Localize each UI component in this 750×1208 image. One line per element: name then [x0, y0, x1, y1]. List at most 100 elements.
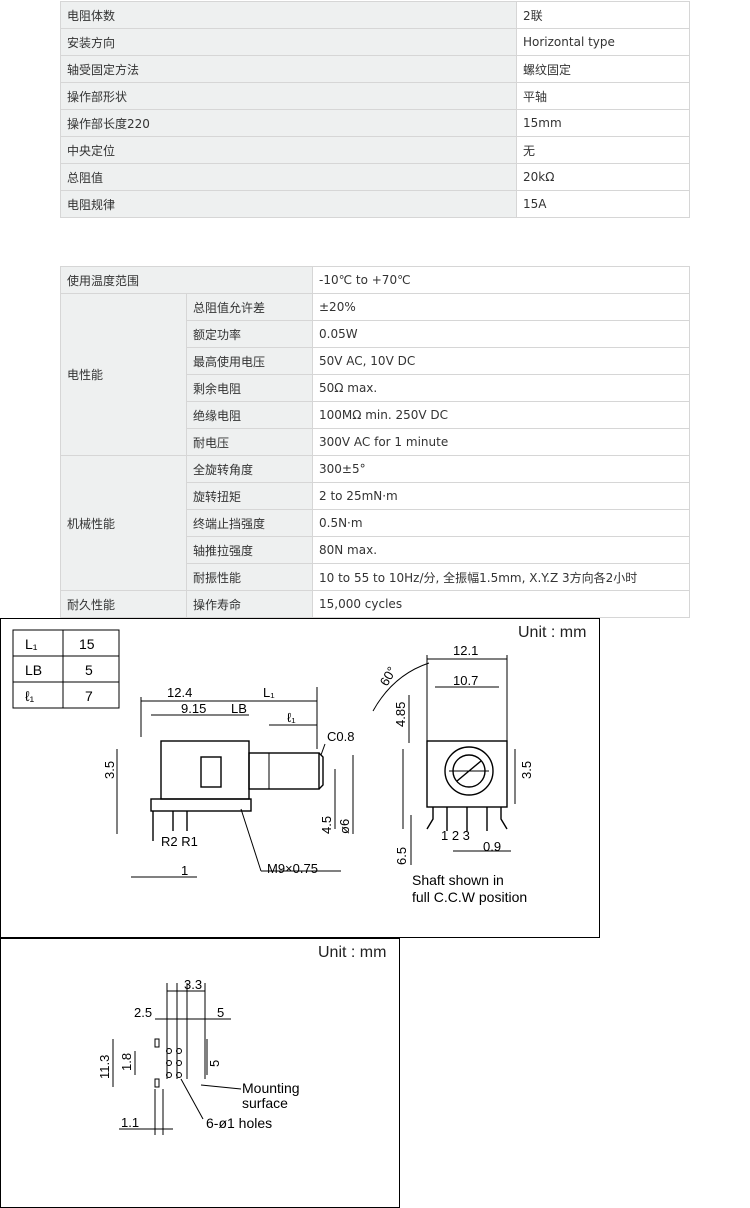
row-value: 80N max.	[312, 536, 690, 564]
row-label: 耐振性能	[186, 563, 313, 591]
row-label: 操作部形状	[60, 82, 517, 110]
row-label: 轴受固定方法	[60, 55, 517, 83]
row-value: 平轴	[516, 82, 690, 110]
row-value: 300±5°	[312, 455, 690, 483]
dim-L1: L₁	[263, 685, 275, 700]
dim-12-4: 12.4	[167, 685, 192, 700]
dim-5-side: 5	[207, 1060, 222, 1067]
unit-label: Unit : mm	[518, 624, 586, 641]
note-shaft-2: full C.C.W position	[412, 889, 527, 905]
row-value: 2 to 25mN·m	[312, 482, 690, 510]
table-row: 使用温度范围 -10℃ to +70℃	[60, 266, 690, 294]
dim-4-5: 4.5	[319, 816, 334, 834]
side-view: 12.4 L₁ 9.15 LB ℓ₁ C0.8 R2 R1 3.5 4.5 ø6…	[102, 685, 354, 878]
dim-10-7: 10.7	[453, 673, 478, 688]
row-label: 终端止挡强度	[186, 509, 313, 537]
dim-val-l1: 15	[79, 636, 95, 652]
row-value: 无	[516, 136, 690, 164]
row-value: 50V AC, 10V DC	[312, 347, 690, 375]
row-value: ±20%	[312, 293, 690, 321]
dim-4-85: 4.85	[393, 702, 408, 727]
row-value: 2联	[516, 1, 690, 29]
row-label: 旋转扭矩	[186, 482, 313, 510]
row-value: 15mm	[516, 109, 690, 137]
row-value: 0.5N·m	[312, 509, 690, 537]
pin-numbers: 1 2 3	[441, 828, 470, 843]
dim-3-5-side: 3.5	[102, 761, 117, 779]
row-value: Horizontal type	[516, 28, 690, 56]
dim-12-1: 12.1	[453, 643, 478, 658]
row-label: 耐电压	[186, 428, 313, 456]
row-value: 10 to 55 to 10Hz/分, 全振幅1.5mm, X.Y.Z 3方向各…	[312, 563, 690, 591]
dim-1-1: 1.1	[121, 1115, 139, 1130]
dim-m9: M9×0.75	[267, 861, 318, 876]
row-label: 电阻规律	[60, 190, 517, 218]
dimension-drawing-pcb: Unit : mm 3.3 2.5 5 11.3 1.8 5 1.1 Mount…	[0, 938, 400, 1208]
dim-9-15: 9.15	[181, 701, 206, 716]
row-value: 50Ω max.	[312, 374, 690, 402]
dim-2-5: 2.5	[134, 1005, 152, 1020]
pin-labels-r2-r1: R2 R1	[161, 834, 198, 849]
dim-0-9: 0.9	[483, 839, 501, 854]
dim-sym-lb: LB	[25, 662, 42, 678]
table-row: 轴受固定方法螺纹固定	[60, 55, 690, 83]
pcb-layout: 3.3 2.5 5 11.3 1.8 5 1.1 Mounting surfac…	[97, 977, 300, 1135]
row-value: 100MΩ min. 250V DC	[312, 401, 690, 429]
group-label: 机械性能	[60, 455, 187, 591]
row-label: 操作部长度220	[60, 109, 517, 137]
row-label: 电阻体数	[60, 1, 517, 29]
row-label: 额定功率	[186, 320, 313, 348]
dim-5-top: 5	[217, 1005, 224, 1020]
group-label: 耐久性能	[60, 590, 187, 618]
note-shaft-1: Shaft shown in	[412, 872, 504, 888]
dim-3-3: 3.3	[184, 977, 202, 992]
front-view: 12.1 10.7 60° 4.85 3.5 1 2 3 6.5 0.9 Sha…	[372, 643, 534, 905]
table-row: 中央定位无	[60, 136, 690, 164]
row-label: 总阻值允许差	[186, 293, 313, 321]
dim-c0-8: C0.8	[327, 729, 354, 744]
dim-table: L₁ 15 LB 5 ℓ₁ 7	[12, 629, 120, 709]
row-label: 中央定位	[60, 136, 517, 164]
dim-phi6: ø6	[337, 819, 352, 834]
dim-val-l1-small: 7	[85, 688, 93, 704]
dimension-drawing-main: Unit : mm L₁ 15 LB 5 ℓ₁ 7 12.4 L₁ 9.15 L…	[0, 618, 600, 938]
table-row: 电性能总阻值允许差±20%	[60, 293, 690, 456]
temp-label: 使用温度范围	[60, 266, 313, 294]
dim-sym-l1: L₁	[25, 636, 38, 652]
dim-val-lb: 5	[85, 662, 93, 678]
dim-LB: LB	[231, 701, 247, 716]
dim-3-5-front: 3.5	[519, 761, 534, 779]
temp-value: -10℃ to +70℃	[312, 266, 690, 294]
row-label: 剩余电阻	[186, 374, 313, 402]
row-value: 300V AC for 1 minute	[312, 428, 690, 456]
row-label: 总阻值	[60, 163, 517, 191]
drawing-main-svg: Unit : mm L₁ 15 LB 5 ℓ₁ 7 12.4 L₁ 9.15 L…	[12, 624, 586, 905]
dim-l1: ℓ₁	[287, 710, 296, 725]
dim-1-8: 1.8	[119, 1053, 134, 1071]
row-value: 20kΩ	[516, 163, 690, 191]
drawing-pcb-svg: Unit : mm 3.3 2.5 5 11.3 1.8 5 1.1 Mount…	[97, 944, 386, 1135]
row-label: 安装方向	[60, 28, 517, 56]
dim-sym-l1-small: ℓ₁	[25, 688, 35, 704]
table-row: 操作部形状平轴	[60, 82, 690, 110]
label-surface: surface	[242, 1095, 288, 1111]
dim-11-3: 11.3	[97, 1055, 112, 1079]
row-value: 螺纹固定	[516, 55, 690, 83]
label-mounting: Mounting	[242, 1080, 300, 1096]
label-holes: 6-ø1 holes	[206, 1115, 272, 1131]
dim-1: 1	[181, 863, 188, 878]
row-label: 绝缘电阻	[186, 401, 313, 429]
